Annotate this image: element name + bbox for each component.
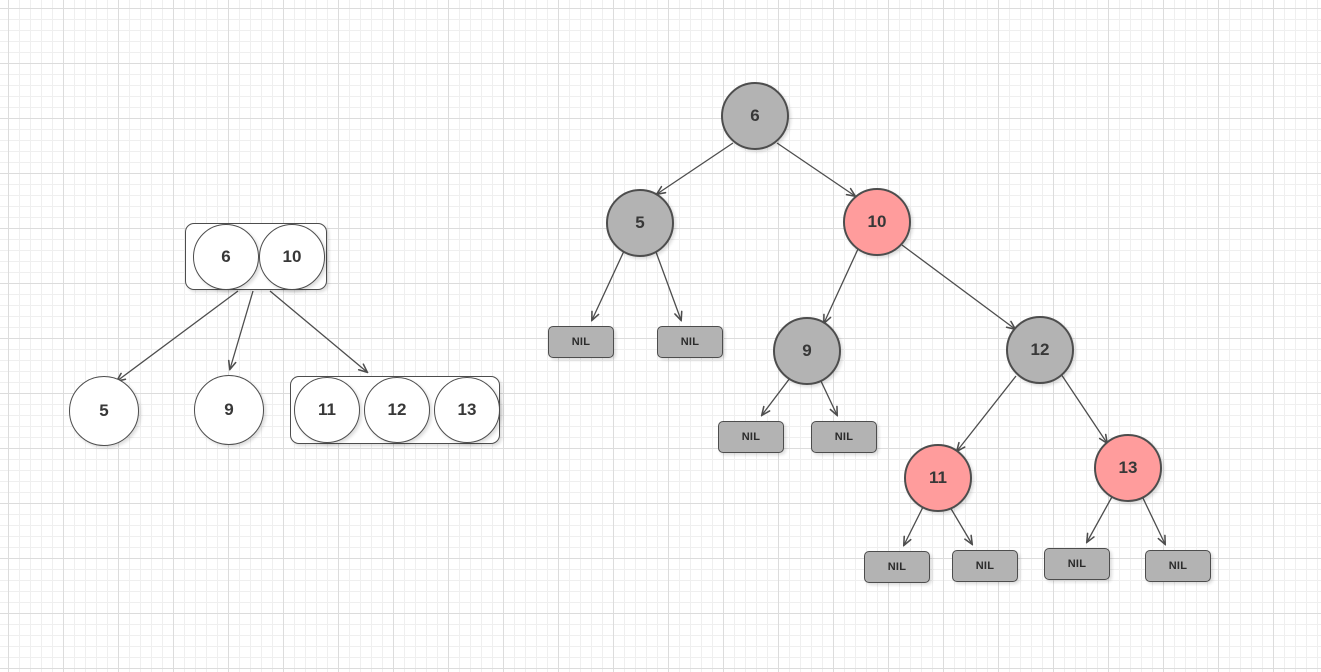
nil-leaf-under-11-left[interactable]: NIL bbox=[864, 551, 930, 583]
nil-leaf-under-13-left[interactable]: NIL bbox=[1044, 548, 1110, 580]
rb-node-13[interactable]: 13 bbox=[1094, 434, 1162, 502]
node-label: 6 bbox=[221, 247, 231, 266]
edge-btree-root-to-11-12-13 bbox=[269, 290, 367, 372]
edge-btree-root-to-5 bbox=[117, 290, 239, 381]
edge-rb-12-to-13 bbox=[1060, 373, 1107, 443]
nil-leaf-under-13-right[interactable]: NIL bbox=[1145, 550, 1211, 582]
edge-rb-5-to-nil-2 bbox=[655, 251, 681, 320]
edge-btree-root-to-9 bbox=[230, 290, 254, 369]
edge-rb-13-to-nil-1 bbox=[1087, 494, 1114, 542]
edge-rb-6-to-10 bbox=[776, 142, 855, 196]
rb-node-9[interactable]: 9 bbox=[773, 317, 841, 385]
node-label: 6 bbox=[750, 106, 760, 125]
btree-leaf-key-9[interactable]: 9 bbox=[194, 375, 264, 445]
btree-root-key-10[interactable]: 10 bbox=[259, 224, 325, 290]
rb-node-10[interactable]: 10 bbox=[843, 188, 911, 256]
btree-root-key-6[interactable]: 6 bbox=[193, 224, 259, 290]
edge-rb-9-to-nil-1 bbox=[762, 377, 791, 415]
nil-leaf-under-9-right[interactable]: NIL bbox=[811, 421, 877, 453]
edge-rb-6-to-5 bbox=[657, 142, 734, 194]
btree-leaf-key-11[interactable]: 11 bbox=[294, 377, 360, 443]
nil-leaf-under-5-left[interactable]: NIL bbox=[548, 326, 614, 358]
edge-rb-10-to-12 bbox=[901, 244, 1015, 329]
node-label: 9 bbox=[802, 341, 812, 360]
edge-rb-11-to-nil-2 bbox=[949, 506, 972, 544]
btree-leaf-key-13[interactable]: 13 bbox=[434, 377, 500, 443]
edge-rb-11-to-nil-1 bbox=[904, 506, 924, 545]
node-label: 5 bbox=[99, 401, 109, 420]
node-label: 13 bbox=[457, 400, 477, 419]
node-label: 11 bbox=[318, 400, 336, 419]
edge-rb-12-to-11 bbox=[957, 375, 1017, 451]
edge-rb-13-to-nil-2 bbox=[1140, 493, 1165, 544]
node-label: 12 bbox=[1030, 340, 1050, 359]
rb-node-6[interactable]: 6 bbox=[721, 82, 789, 150]
nil-leaf-under-5-right[interactable]: NIL bbox=[657, 326, 723, 358]
rb-node-11[interactable]: 11 bbox=[904, 444, 972, 512]
nil-leaf-under-9-left[interactable]: NIL bbox=[718, 421, 784, 453]
node-label: 11 bbox=[929, 468, 947, 487]
edge-rb-5-to-nil-1 bbox=[592, 250, 625, 320]
node-label: 13 bbox=[1118, 458, 1138, 477]
node-label: 10 bbox=[282, 247, 302, 266]
node-label: 12 bbox=[387, 400, 407, 419]
edge-rb-9-to-nil-2 bbox=[819, 378, 837, 415]
edge-rb-10-to-9 bbox=[824, 248, 859, 323]
nil-leaf-under-11-right[interactable]: NIL bbox=[952, 550, 1018, 582]
node-label: 10 bbox=[867, 212, 887, 231]
btree-leaf-key-5[interactable]: 5 bbox=[69, 376, 139, 446]
rb-node-5[interactable]: 5 bbox=[606, 189, 674, 257]
rb-node-12[interactable]: 12 bbox=[1006, 316, 1074, 384]
btree-leaf-key-12[interactable]: 12 bbox=[364, 377, 430, 443]
node-label: 9 bbox=[224, 400, 234, 419]
node-label: 5 bbox=[635, 213, 645, 232]
